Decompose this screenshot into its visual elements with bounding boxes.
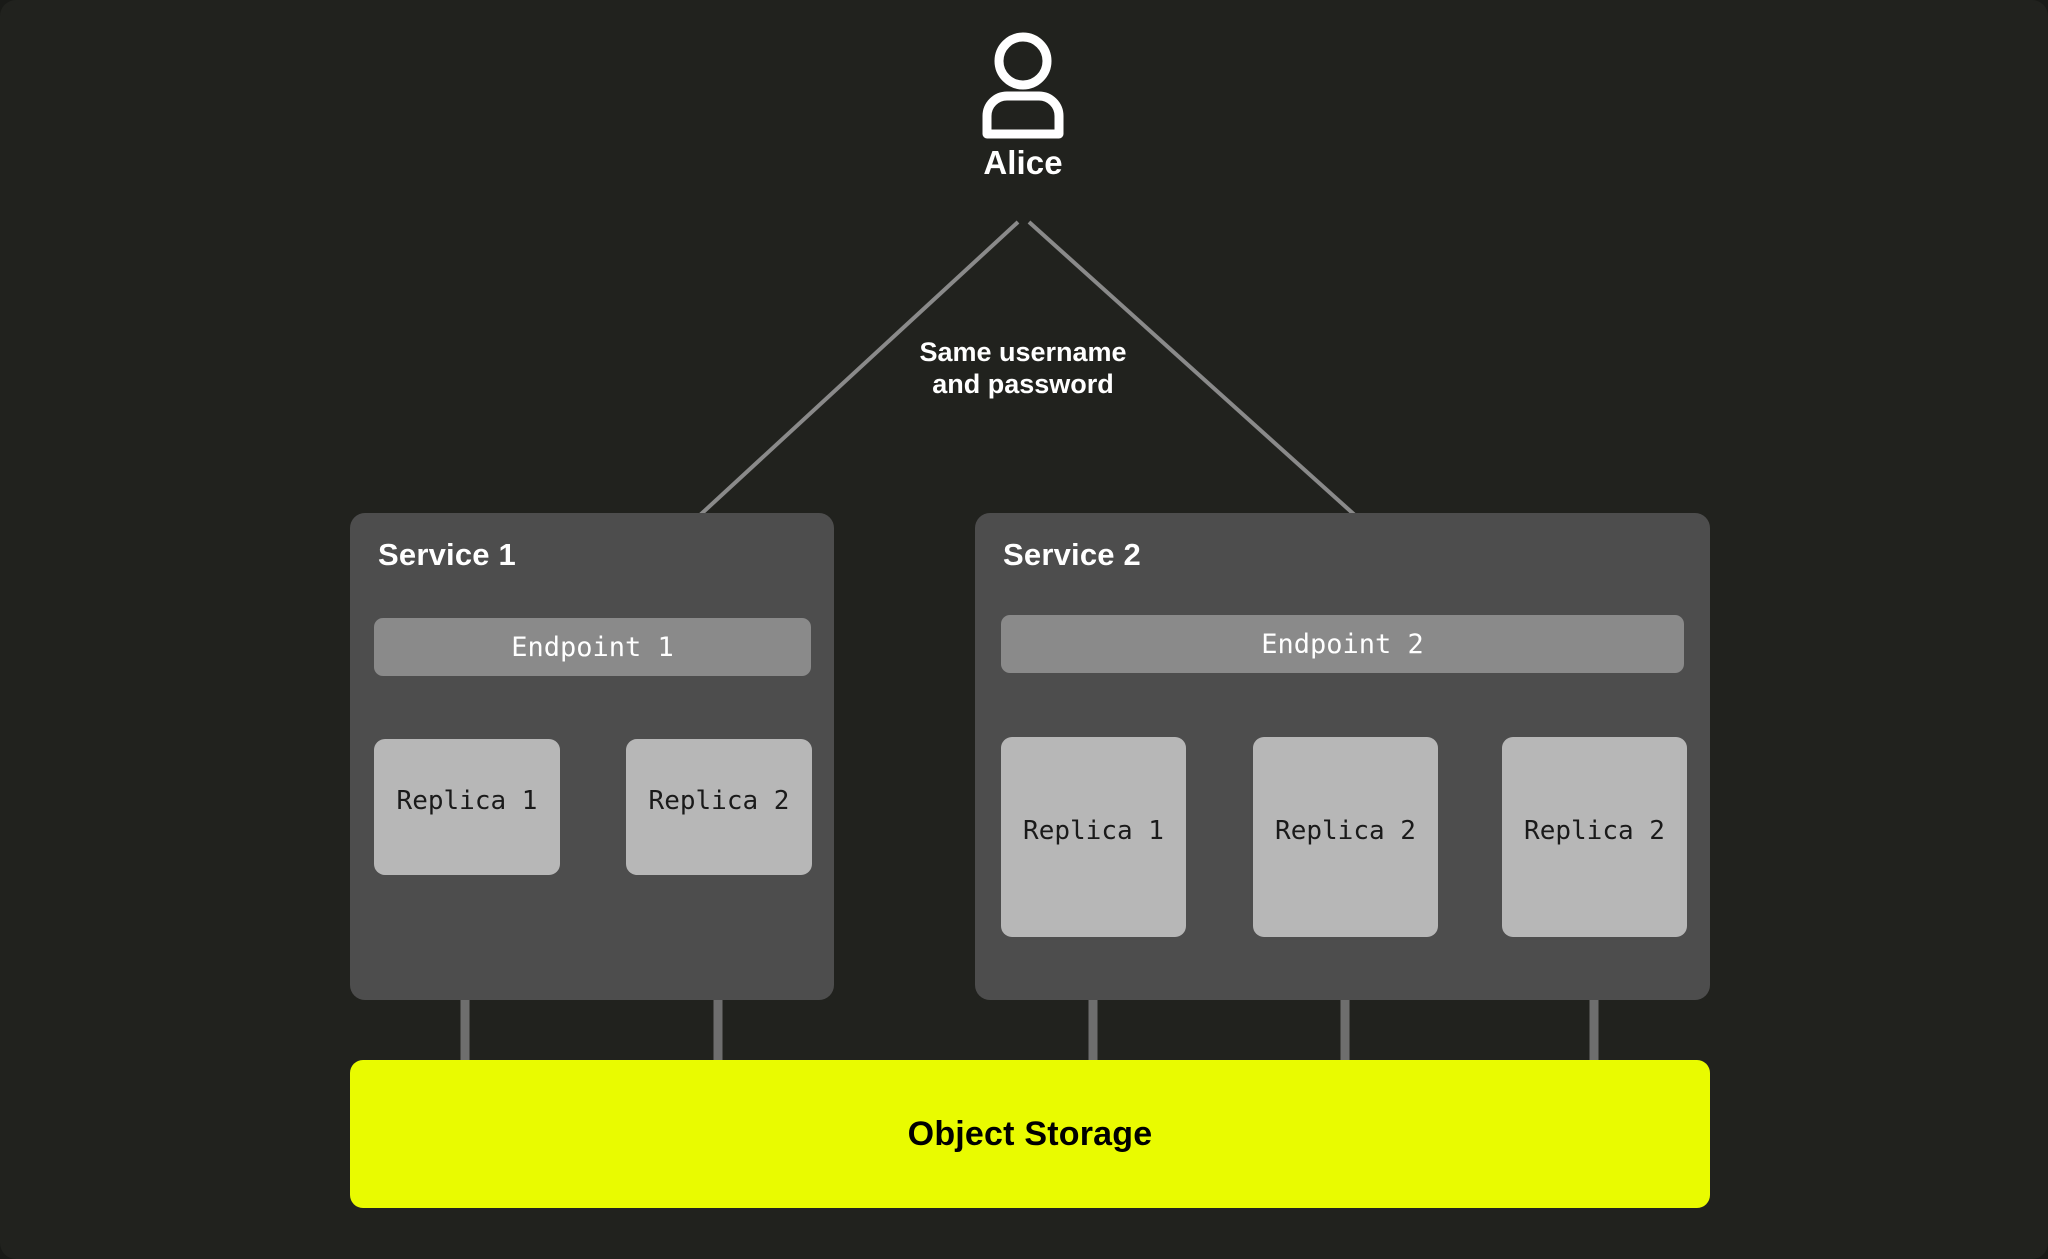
replica-service1-1-label: Replica 1 <box>396 786 538 816</box>
endpoint-2-label: Endpoint 2 <box>1261 628 1424 660</box>
replica-service1-2[interactable]: Replica 2 <box>626 739 812 875</box>
replica-service2-3[interactable]: Replica 2 <box>1502 737 1687 937</box>
replica-service1-1[interactable]: Replica 1 <box>374 739 560 875</box>
endpoint-1-label: Endpoint 1 <box>511 631 674 663</box>
replica-service1-2-label: Replica 2 <box>648 786 790 816</box>
replica-service2-1-label: Replica 1 <box>1023 816 1164 846</box>
object-storage-label: Object Storage <box>907 1114 1153 1153</box>
object-storage-bar[interactable]: Object Storage <box>350 1060 1710 1208</box>
endpoint-1[interactable]: Endpoint 1 <box>374 618 811 676</box>
user-icon <box>982 32 1064 139</box>
replica-service2-2-label: Replica 2 <box>1275 816 1416 846</box>
replica-service2-2[interactable]: Replica 2 <box>1253 737 1438 937</box>
edge-annotation-line-2: and password <box>932 368 1114 399</box>
service-2-title: Service 2 <box>1003 537 1141 572</box>
edge-annotation: Same username and password <box>823 337 1223 401</box>
service-1-title: Service 1 <box>378 537 516 572</box>
actor-label: Alice <box>983 144 1063 181</box>
endpoint-2[interactable]: Endpoint 2 <box>1001 615 1684 673</box>
edge-annotation-line-1: Same username <box>919 337 1127 367</box>
actor-alice: Alice <box>913 30 1133 182</box>
replica-service2-3-label: Replica 2 <box>1524 816 1665 846</box>
replica-service2-1[interactable]: Replica 1 <box>1001 737 1186 937</box>
